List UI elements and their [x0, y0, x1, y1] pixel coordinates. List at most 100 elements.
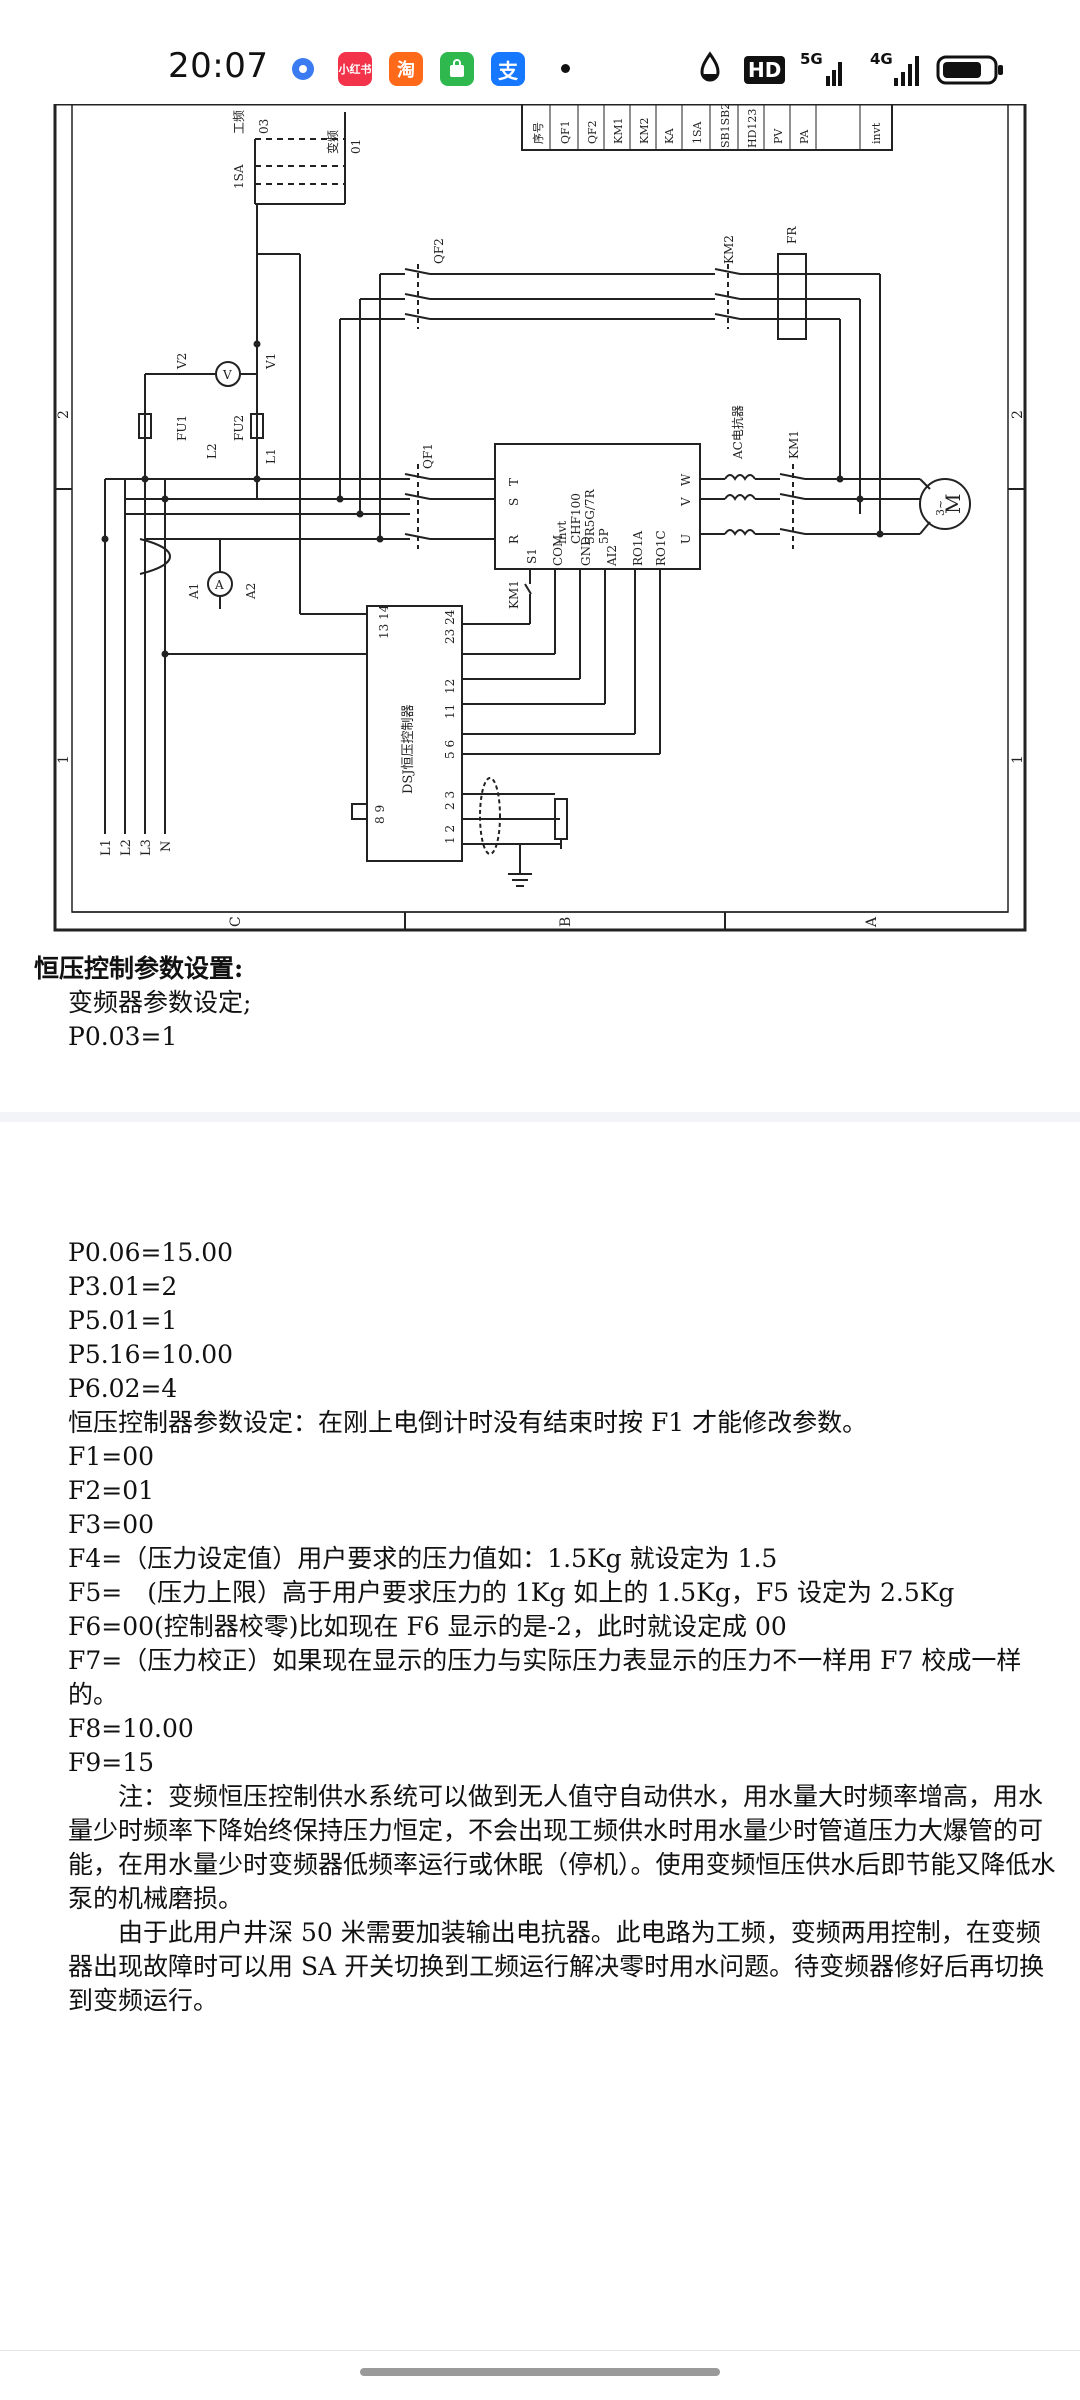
zone-bottom-a: A: [864, 916, 880, 928]
inverter-branch: QF1 invt CHF100 5R5G/7R 5P R S T U V W S…: [404, 443, 701, 570]
doc-line: F4=（压力设定值）用户要求的压力值如：1.5Kg 就设定为 1.5: [68, 1544, 778, 1573]
table-header: KM2: [638, 118, 651, 144]
zone-left-1: 1: [56, 755, 72, 764]
table-header: HD123: [746, 109, 759, 148]
signal-5g-icon: 5G: [800, 50, 823, 68]
inverter-terminal: RO1C: [654, 530, 668, 566]
inverter-box: [494, 443, 701, 570]
battery-icon: [936, 55, 1003, 85]
table-header: SB1SB2: [719, 104, 732, 148]
inverter-terminal: COM: [551, 535, 565, 566]
xiaohongshu-icon: 小红书: [338, 52, 372, 86]
inverter-terminal: AI2: [605, 545, 619, 567]
doc-line: P0.06=15.00: [68, 1238, 234, 1267]
controller-terminal: 23 24: [443, 609, 457, 644]
doc-line: F7=（压力校正）如果现在显示的压力与实际压力表显示的压力不一样用 F7 校成一…: [68, 1646, 1022, 1709]
reactor-label: AC电抗器: [730, 405, 745, 460]
bus-label-l3: L3: [139, 839, 154, 856]
doc-line: F8=10.00: [68, 1714, 194, 1743]
more-notifications-dot-icon: [561, 64, 570, 73]
doc-line: F3=00: [68, 1510, 155, 1539]
bag-app-icon: [440, 52, 474, 86]
switch-03-label: 03: [257, 119, 271, 134]
inverter-model: invt: [555, 521, 569, 544]
doc-line: F9=15: [68, 1748, 155, 1777]
controller-label: DSJ恒压控制器: [401, 704, 416, 794]
taobao-icon: 淘: [389, 52, 423, 86]
table-header: QF2: [586, 120, 599, 144]
home-indicator[interactable]: [360, 2368, 720, 2376]
signal-bars-5g-icon: [826, 62, 842, 86]
doc-line: F6=00(控制器校零)比如现在 F6 显示的是-2，此时就设定成 00: [68, 1612, 787, 1641]
inverter-terminal: R: [507, 534, 521, 544]
component-table: 序号 QF1 QF2 KM1 KM2 KA 1SA SB1SB2 HD123 P…: [521, 103, 893, 151]
inverter-model: 5P: [597, 528, 611, 544]
wiring-diagram: 2 1 2 1 C B A 序号 QF1 QF2 KM1 KM2 KA 1SA …: [0, 102, 1080, 934]
controller-terminal: 2 3: [443, 791, 457, 810]
motor-symbol: M: [941, 494, 965, 514]
table-header: PV: [772, 128, 785, 144]
doc-line: P5.01=1: [68, 1306, 178, 1335]
voltmeter-v-symbol: V: [222, 368, 232, 382]
meter-v2-label: V2: [175, 353, 189, 370]
table-header: PA: [798, 129, 811, 144]
fuses-and-meters: V A FU1 FU2 V2 V1 L2 L1 A1 A2: [138, 204, 278, 609]
bus-label-l1: L1: [99, 839, 114, 856]
alipay-icon: 支: [491, 52, 525, 86]
page-separator: [0, 1112, 1080, 1122]
switch-gongpin-label: 工频: [232, 110, 246, 134]
zone-right-1: 1: [1010, 755, 1026, 764]
breaker-qf2-label: QF2: [432, 238, 446, 264]
motor-phase: 3~: [934, 500, 947, 516]
table-header: 1SA: [691, 120, 704, 144]
bus-label-l2: L2: [119, 839, 134, 856]
meter-a1-label: A1: [187, 583, 201, 600]
inverter-terminal: T: [507, 478, 521, 486]
hd-icon: HD: [744, 56, 786, 84]
meter-v1-label: V1: [264, 353, 278, 370]
controller-terminal: 1 2: [443, 825, 457, 844]
meter-a2-label: A2: [244, 583, 258, 600]
table-header: invt: [870, 122, 883, 144]
table-header: KA: [663, 127, 676, 144]
controller-terminal: 13 14: [377, 604, 391, 639]
signal-4g-icon: 4G: [870, 50, 893, 68]
inverter-terminal: S: [507, 498, 521, 506]
controller-terminal: 12: [443, 679, 457, 694]
table-header: 序号: [531, 122, 545, 144]
breaker-qf1-label: QF1: [421, 443, 435, 469]
doc-section-params: P0.06=15.00 P3.01=2 P5.01=1 P5.16=10.00 …: [68, 1236, 1058, 2018]
label-l1: L1: [264, 448, 278, 464]
table-header: KM1: [612, 118, 625, 144]
fuse-fu2-label: FU2: [232, 415, 246, 441]
switch-biaopin-label: 变频: [325, 130, 340, 154]
inverter-terminal: V: [679, 497, 693, 507]
km1-coil-label: KM1: [507, 580, 521, 609]
status-bar: 20:07 小红书 淘 支 HD 5G 4G: [0, 0, 1080, 104]
fuse-fu1-label: FU1: [175, 415, 189, 441]
doc-line: P3.01=2: [68, 1272, 178, 1301]
ammeter-a-symbol: A: [214, 578, 224, 592]
doc-line: P6.02=4: [68, 1374, 178, 1403]
contactor-km2-label: KM2: [722, 235, 736, 264]
controller-terminal: 8 9: [373, 805, 387, 824]
table-header: QF1: [559, 120, 572, 144]
inverter-model: CHF100: [569, 493, 583, 544]
bus-lines: L1 L2 L3 N: [99, 340, 410, 856]
pressure-controller: DSJ恒压控制器 13 14 23 24 12 11 5 6 2 3 1 2 8…: [165, 253, 661, 887]
zone-left-2: 2: [56, 410, 72, 419]
switch-1sa-label: 1SA: [232, 164, 246, 189]
inverter-terminal: U: [679, 534, 693, 544]
status-time: 20:07: [168, 46, 269, 86]
zone-bottom-b: B: [558, 917, 574, 927]
inverter-terminal: RO1A: [631, 530, 645, 566]
zone-bottom-c: C: [228, 916, 244, 927]
switch-01-label: 01: [349, 139, 363, 154]
inverter-model: 5R5G/7R: [583, 488, 597, 544]
doc-line: F1=00: [68, 1442, 155, 1471]
inverter-terminal: GND: [579, 536, 593, 566]
doc-section-top: 恒压控制参数设置: 变频器参数设定; P0.03=1: [34, 952, 1064, 1054]
relay-fr-label: FR: [785, 226, 799, 244]
inverter-terminal: W: [679, 473, 693, 486]
bypass-branch: QF2 KM2 FR: [339, 226, 881, 539]
